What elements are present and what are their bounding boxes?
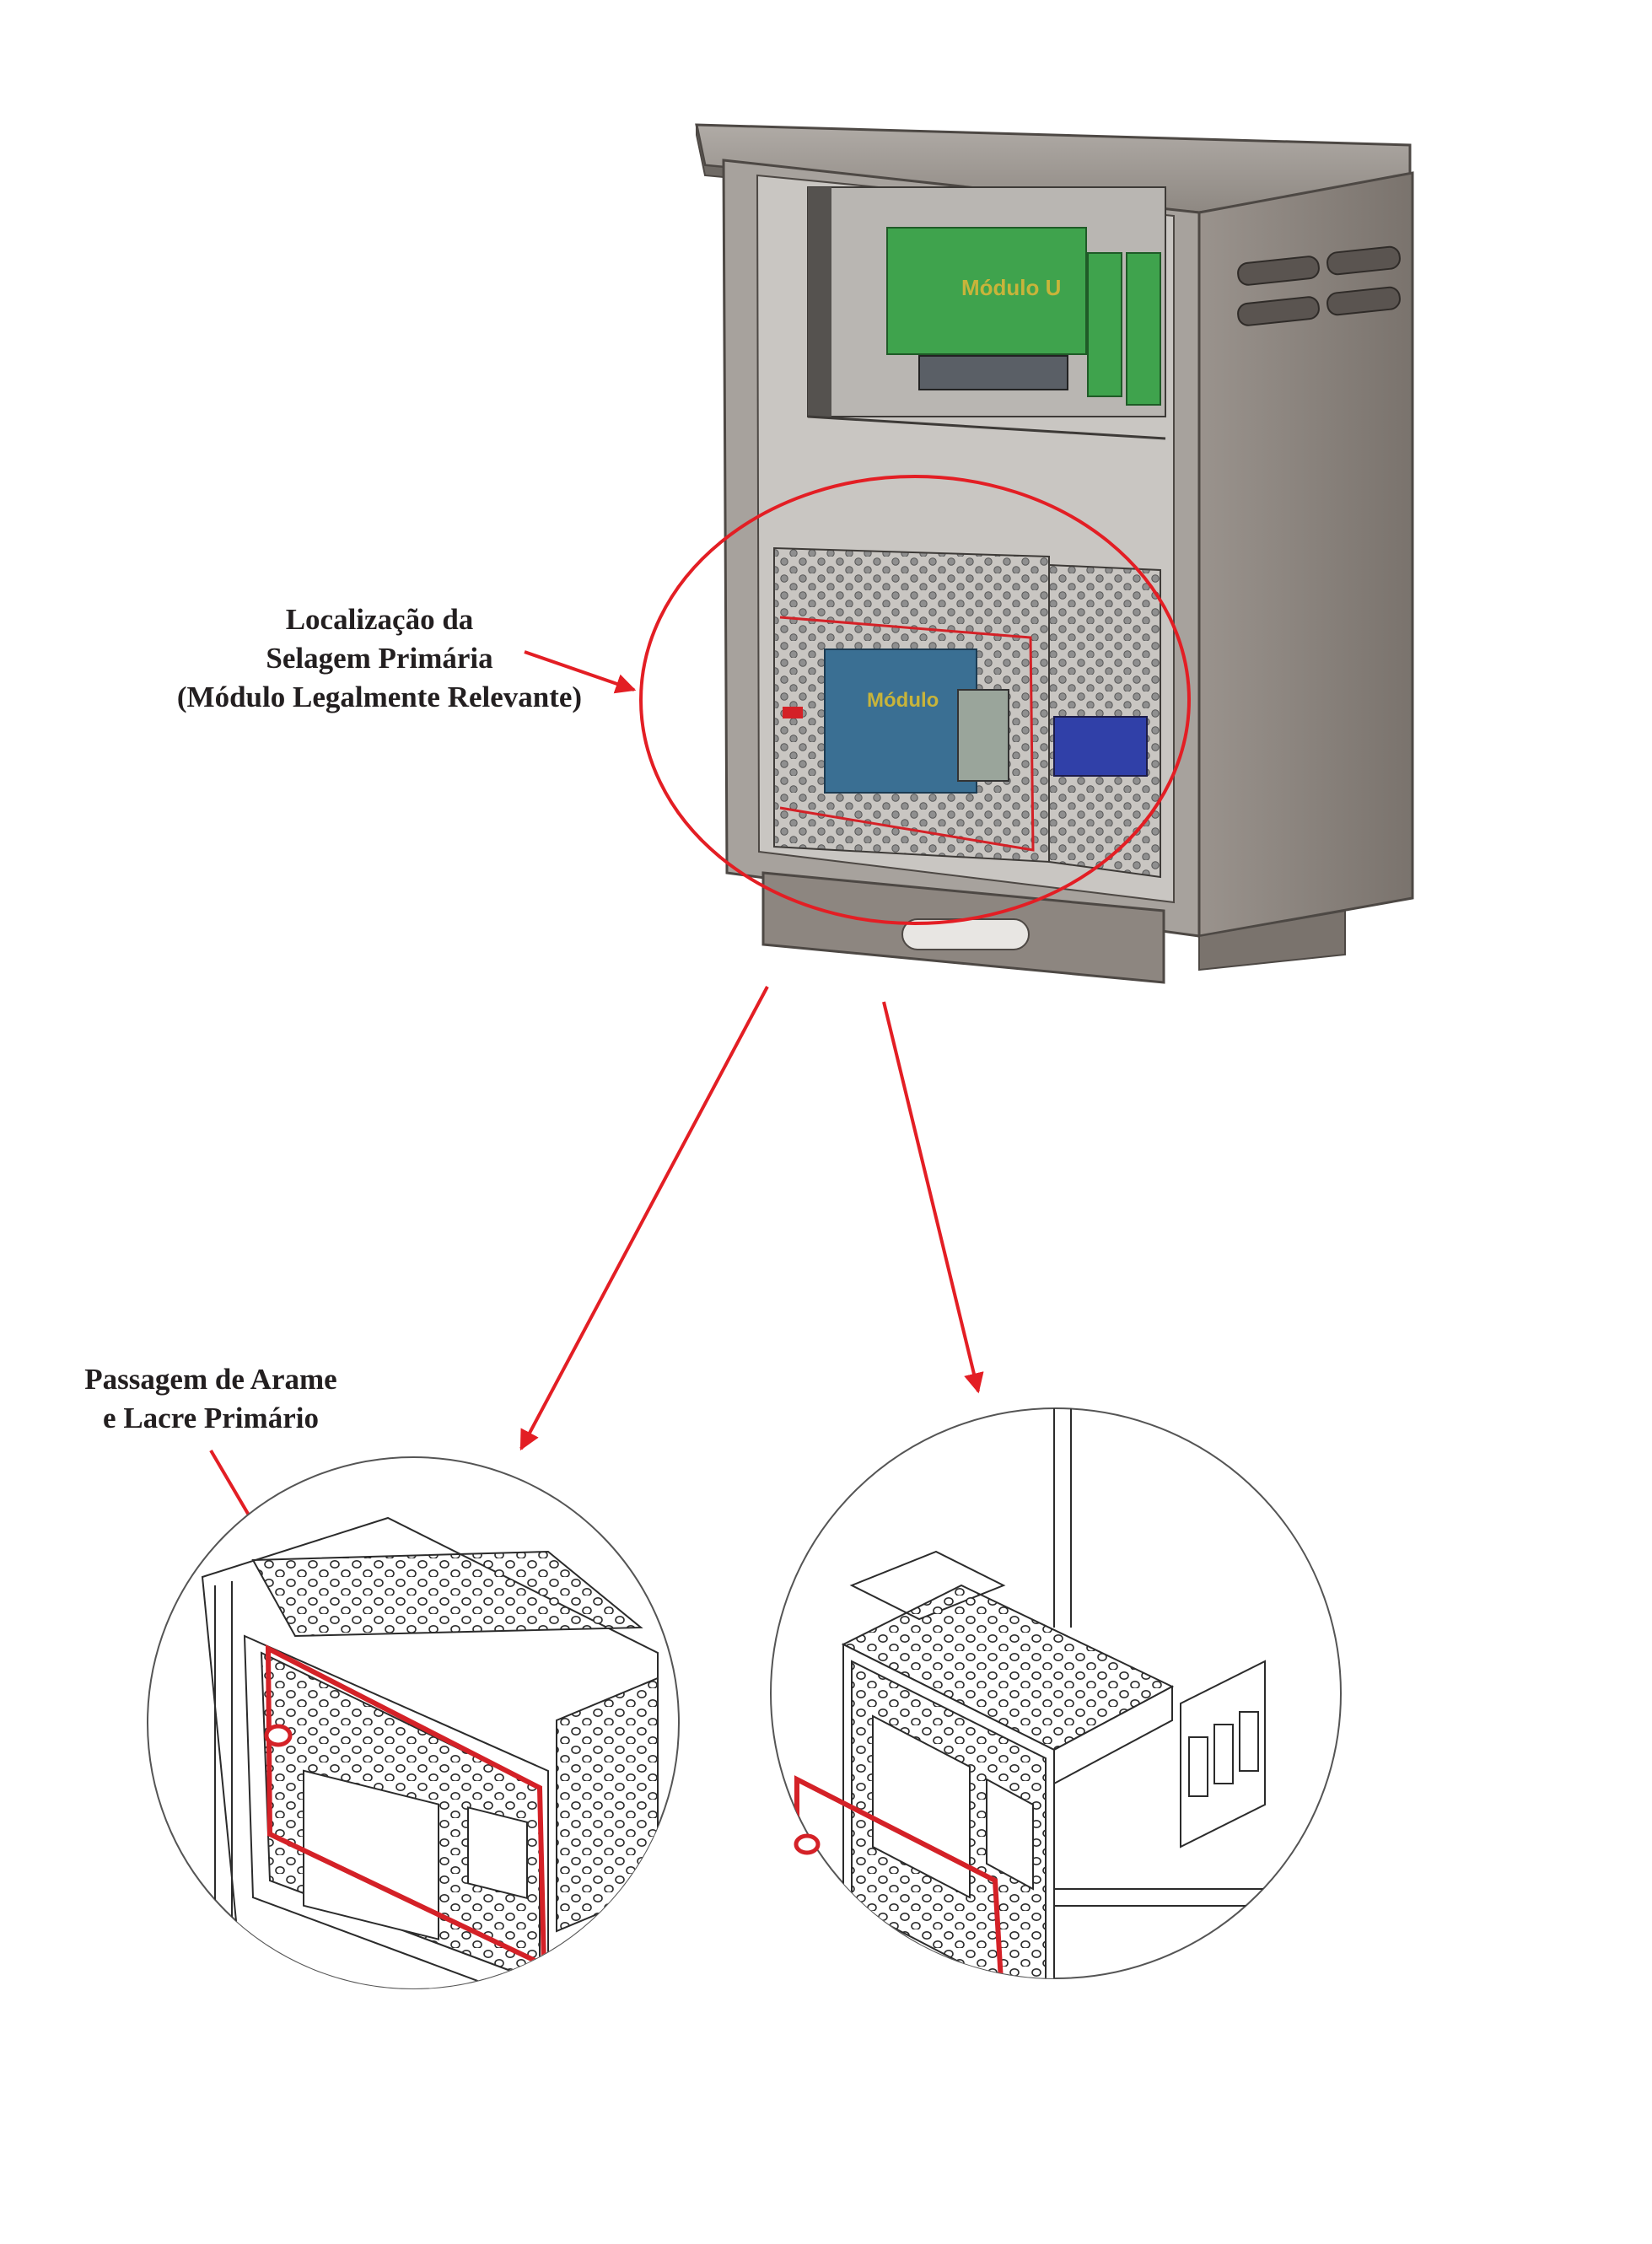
lower-module-enclosure: Módulo bbox=[773, 546, 1161, 879]
arrow-to-right-detail bbox=[882, 1001, 984, 1394]
callout-primary-seal-location: Localização da Selagem Primária (Módulo … bbox=[126, 600, 632, 717]
vent-slots bbox=[1237, 245, 1401, 326]
arrow-to-highlight bbox=[524, 650, 637, 694]
callout-line: Localização da bbox=[285, 603, 474, 636]
seal-location-highlight-circle bbox=[639, 475, 1191, 925]
arrow-to-left-detail bbox=[519, 986, 769, 1451]
detail-circle-module-cage bbox=[770, 1407, 1342, 1979]
primary-seal-left bbox=[264, 1724, 293, 1747]
upper-module-label: Módulo U bbox=[961, 275, 1061, 300]
callout-line: (Módulo Legalmente Relevante) bbox=[176, 681, 583, 713]
callout-line: Selagem Primária bbox=[266, 642, 493, 675]
cabinet-illustration: Módulo U Módulo bbox=[695, 123, 1414, 984]
callout-line: Passagem de Arame bbox=[84, 1363, 337, 1396]
primary-seal-right bbox=[794, 1833, 821, 1855]
detail-circle-wire-passage bbox=[147, 1456, 680, 1989]
callout-wire-passage: Passagem de Arame e Lacre Primário bbox=[25, 1360, 396, 1438]
upper-module-rack: Módulo U bbox=[807, 186, 1166, 440]
callout-line: e Lacre Primário bbox=[103, 1402, 319, 1434]
lower-module-label: Módulo bbox=[867, 689, 939, 712]
